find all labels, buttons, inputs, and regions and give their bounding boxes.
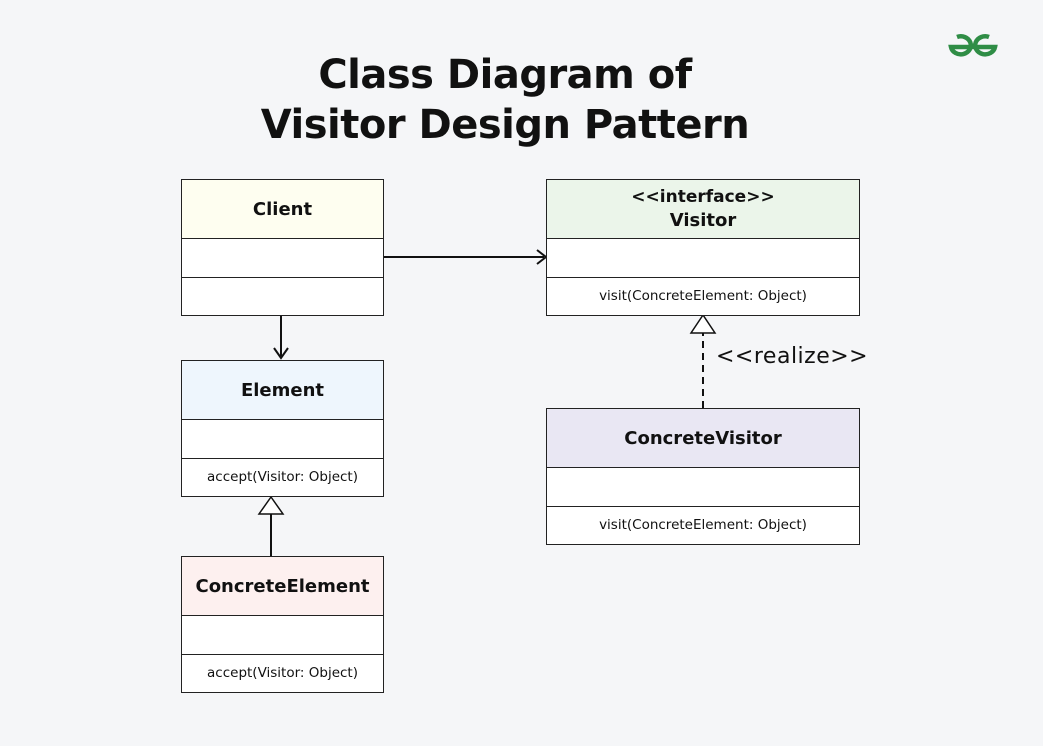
class-concrete-visitor-methods: visit(ConcreteElement: Object) xyxy=(599,517,807,533)
class-client[interactable]: Client xyxy=(181,179,384,316)
gfg-logo-icon xyxy=(948,34,998,57)
class-visitor-stereotype: <<interface>> xyxy=(631,187,775,207)
class-concrete-element[interactable]: ConcreteElement accept(Visitor: Object) xyxy=(181,556,384,693)
client-element-arrowhead xyxy=(273,347,289,360)
class-element-methods: accept(Visitor: Object) xyxy=(207,469,358,485)
class-visitor-name-section: <<interface>> Visitor xyxy=(547,180,859,239)
class-concrete-element-attributes xyxy=(182,616,383,655)
class-concrete-element-name-section: ConcreteElement xyxy=(182,557,383,616)
class-concrete-visitor[interactable]: ConcreteVisitor visit(ConcreteElement: O… xyxy=(546,408,860,545)
class-client-name: Client xyxy=(252,198,313,220)
class-element-attributes xyxy=(182,420,383,459)
realize-label: <<realize>> xyxy=(716,344,869,369)
diagram-title: Class Diagram of Visitor Design Pattern xyxy=(0,50,1010,150)
title-line-2: Visitor Design Pattern xyxy=(260,102,750,148)
class-concrete-element-methods: accept(Visitor: Object) xyxy=(207,665,358,681)
class-visitor-attributes xyxy=(547,239,859,278)
generalization-triangle xyxy=(257,495,285,515)
class-client-name-section: Client xyxy=(182,180,383,239)
class-concrete-visitor-name-section: ConcreteVisitor xyxy=(547,409,859,468)
class-visitor-name: Visitor xyxy=(669,210,737,231)
class-client-attributes xyxy=(182,239,383,278)
class-visitor[interactable]: <<interface>> Visitor visit(ConcreteElem… xyxy=(546,179,860,316)
realization-triangle xyxy=(689,313,717,334)
class-concrete-visitor-attributes xyxy=(547,468,859,507)
class-concrete-element-name: ConcreteElement xyxy=(195,575,370,597)
class-element-name: Element xyxy=(240,379,325,401)
class-visitor-methods: visit(ConcreteElement: Object) xyxy=(599,288,807,304)
class-element-name-section: Element xyxy=(182,361,383,420)
title-line-1: Class Diagram of xyxy=(318,52,692,98)
class-concrete-visitor-name: ConcreteVisitor xyxy=(624,427,782,449)
class-client-methods xyxy=(182,278,383,314)
class-element[interactable]: Element accept(Visitor: Object) xyxy=(181,360,384,497)
